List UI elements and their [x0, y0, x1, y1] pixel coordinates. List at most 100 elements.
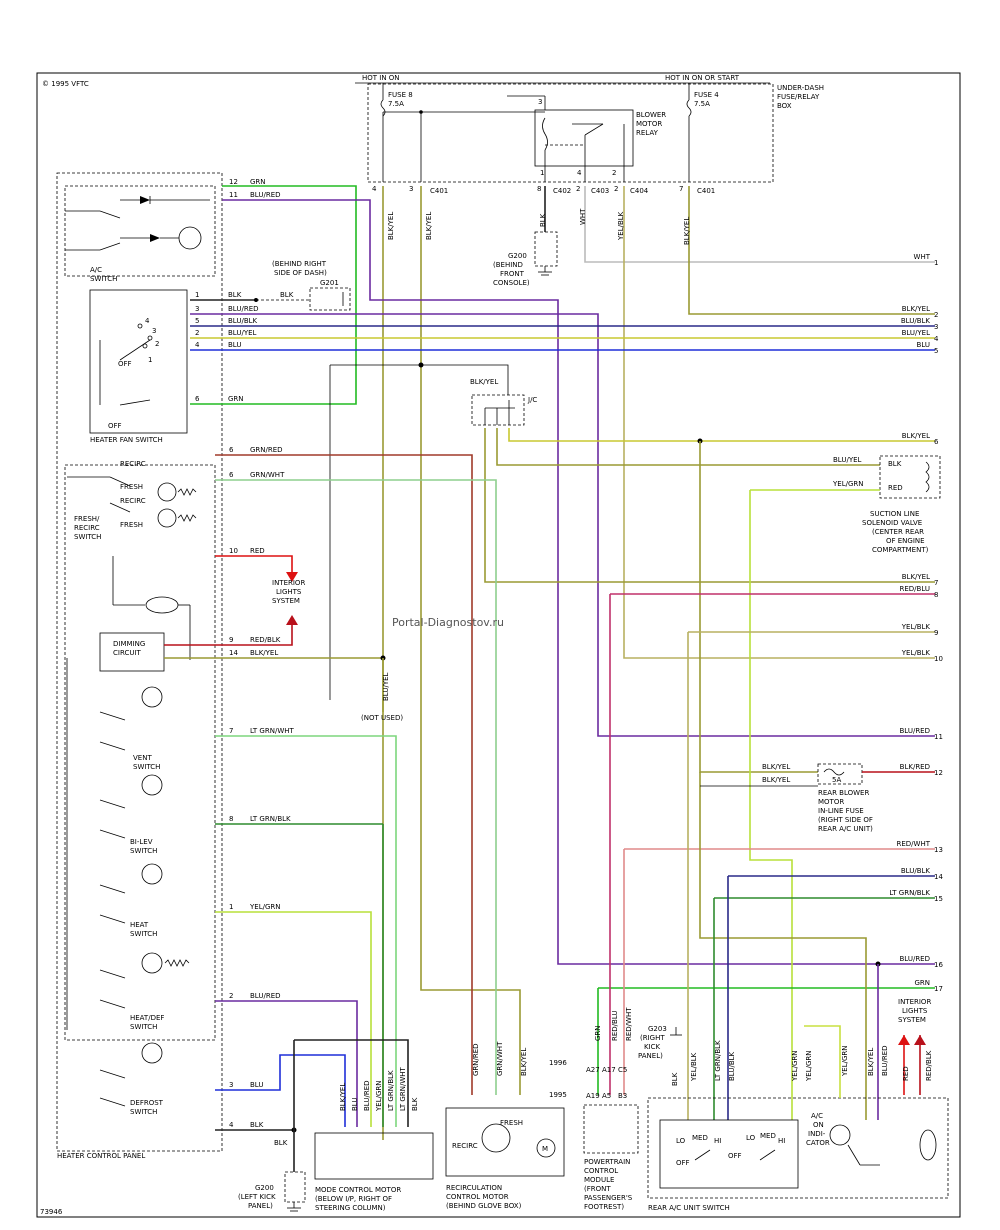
pin-number: 1	[148, 356, 152, 364]
heater-panel-title: HEATER CONTROL PANEL	[57, 1152, 145, 1160]
wire-label: BLU/BLK	[228, 317, 258, 325]
pcm-label: (FRONT	[584, 1185, 611, 1193]
figure-number: 73946	[40, 1208, 63, 1216]
rear-switch-label: REAR A/C UNIT SWITCH	[648, 1204, 730, 1212]
output-number: 4	[934, 335, 939, 343]
heat-label: HEAT	[130, 921, 149, 929]
output-wire-label: BLK/YEL	[902, 305, 930, 313]
pin-number: 3	[409, 185, 413, 193]
output-wire-label: LT GRN/BLK	[889, 889, 930, 897]
interior-lights-label: INTERIOR	[272, 579, 305, 587]
wire-label: BLU/BLK	[728, 1051, 736, 1081]
off-label: OFF	[118, 360, 132, 368]
mode-switches: VENT SWITCH BI-LEV SWITCH HEAT SWITCH HE…	[66, 658, 190, 1116]
rear-lights-label: LIGHTS	[902, 1007, 928, 1015]
ground-label: PANEL)	[248, 1202, 273, 1210]
dimming-label: CIRCUIT	[113, 649, 142, 657]
ground-label: G200	[508, 252, 527, 260]
vent-label: VENT	[133, 754, 152, 762]
wire-label: GRN/RED	[472, 1043, 480, 1076]
wire-label: RED/BLK	[925, 1050, 933, 1081]
ground-label: (BEHIND RIGHT	[272, 260, 327, 268]
pin-number: 4	[195, 341, 200, 349]
relay-label: RELAY	[636, 129, 659, 137]
wire-blk-yel-2	[688, 186, 935, 315]
ground-label: PANEL)	[638, 1052, 663, 1060]
wire-label: GRN/RED	[250, 446, 283, 454]
output-number: 13	[934, 846, 943, 854]
ground-label: SIDE OF DASH)	[274, 269, 327, 277]
switch-position-label: OFF	[676, 1159, 690, 1167]
arrow-icon	[914, 1035, 926, 1045]
output-number: 9	[934, 629, 938, 637]
rear-fuse-label: IN-LINE FUSE	[818, 807, 864, 815]
blower-relay	[534, 109, 634, 167]
wire-label: BLK	[228, 291, 242, 299]
ground-g200-top: G200 (BEHIND FRONT CONSOLE)	[493, 231, 558, 287]
fresh-recirc-switch: RECIRC FRESH RECIRC FRESH FRESH/ RECIRC …	[64, 460, 216, 1041]
pin-number: 4	[372, 185, 377, 193]
output-wire-label: YEL/BLK	[901, 649, 931, 657]
ground-label: (LEFT KICK	[238, 1193, 276, 1201]
ground-label: CONSOLE)	[493, 279, 530, 287]
wire-label: BLU/RED	[250, 191, 281, 199]
mode-motor-label: STEERING COLUMN)	[315, 1204, 386, 1212]
pcm-label: MODULE	[584, 1176, 614, 1184]
output-wire-label: BLU	[917, 341, 930, 349]
indicator-label: CATOR	[806, 1139, 830, 1147]
rear-fuse-label: (RIGHT SIDE OF	[818, 816, 873, 824]
pcm-pin: A17	[602, 1066, 616, 1074]
wire-grn-wht-6	[215, 479, 497, 1095]
output-number: 2	[934, 311, 938, 319]
wire-grn-12	[222, 185, 357, 405]
copyright-label: © 1995 VFTC	[42, 80, 89, 88]
arrow-icon	[898, 1035, 910, 1045]
pin-number: 3	[195, 305, 199, 313]
fuse-relay-box: HOT IN ON HOT IN ON OR START UNDER-DASH …	[355, 74, 824, 183]
ac-switch-label: SWITCH	[90, 275, 117, 283]
recirc-switch-label: FRESH/	[74, 515, 100, 523]
wire-label: GRN	[250, 178, 266, 186]
connector-c402: C402	[553, 187, 571, 195]
output-number: 6	[934, 438, 939, 446]
fuse-4-rating: 7.5A	[694, 100, 710, 108]
output-number: 8	[934, 591, 938, 599]
pin-number: 2	[229, 992, 233, 1000]
pin-number: 3	[152, 327, 156, 335]
wire-red-10	[215, 555, 293, 572]
pin-number: 14	[229, 649, 238, 657]
motor-recirc-label: RECIRC	[452, 1142, 478, 1150]
led-indicator-icon	[141, 686, 163, 708]
mode-motor-label: MODE CONTROL MOTOR	[315, 1186, 401, 1194]
recirc-label: RECIRC	[120, 497, 146, 505]
led-indicator-icon	[829, 1124, 851, 1146]
switch-position-label: MED	[760, 1132, 776, 1140]
wire-label: BLK	[671, 1072, 679, 1086]
connector-c403: C403	[591, 187, 609, 195]
wire-label: BLU/YEL	[228, 329, 257, 337]
recirc-label: RECIRC	[120, 460, 146, 468]
mode-motor-label: (BELOW I/P, RIGHT OF	[315, 1195, 392, 1203]
output-wire-label: YEL/BLK	[901, 623, 931, 631]
output-wire-label: BLU/RED	[899, 955, 930, 963]
wire-label: LT GRN/WHT	[399, 1066, 407, 1111]
switch-position-label: HI	[714, 1137, 721, 1145]
watermark: Portal-Diagnostov.ru	[392, 616, 504, 629]
output-number: 16	[934, 961, 943, 969]
motor-icon	[536, 1138, 556, 1158]
wire-label: BLK	[250, 1121, 264, 1129]
suction-line-solenoid-valve: BLK RED SUCTION LINE SOLENOID VALVE (CEN…	[862, 455, 941, 554]
pin-number: 8	[229, 815, 233, 823]
wire-label: LT GRN/WHT	[250, 727, 295, 735]
diode-icon	[140, 196, 150, 204]
connector-c404: C404	[630, 187, 649, 195]
switch-position-label: HI	[778, 1137, 785, 1145]
motor-symbol: M	[542, 1145, 548, 1153]
wire-label: YEL/GRN	[249, 903, 280, 911]
fresh-label: FRESH	[120, 521, 143, 529]
wire-blk-yel-bus	[330, 364, 509, 395]
pin-number: 3	[229, 1081, 233, 1089]
interior-lights-label: SYSTEM	[272, 597, 300, 605]
vent-label: SWITCH	[133, 763, 160, 771]
defrost-label: SWITCH	[130, 1108, 157, 1116]
